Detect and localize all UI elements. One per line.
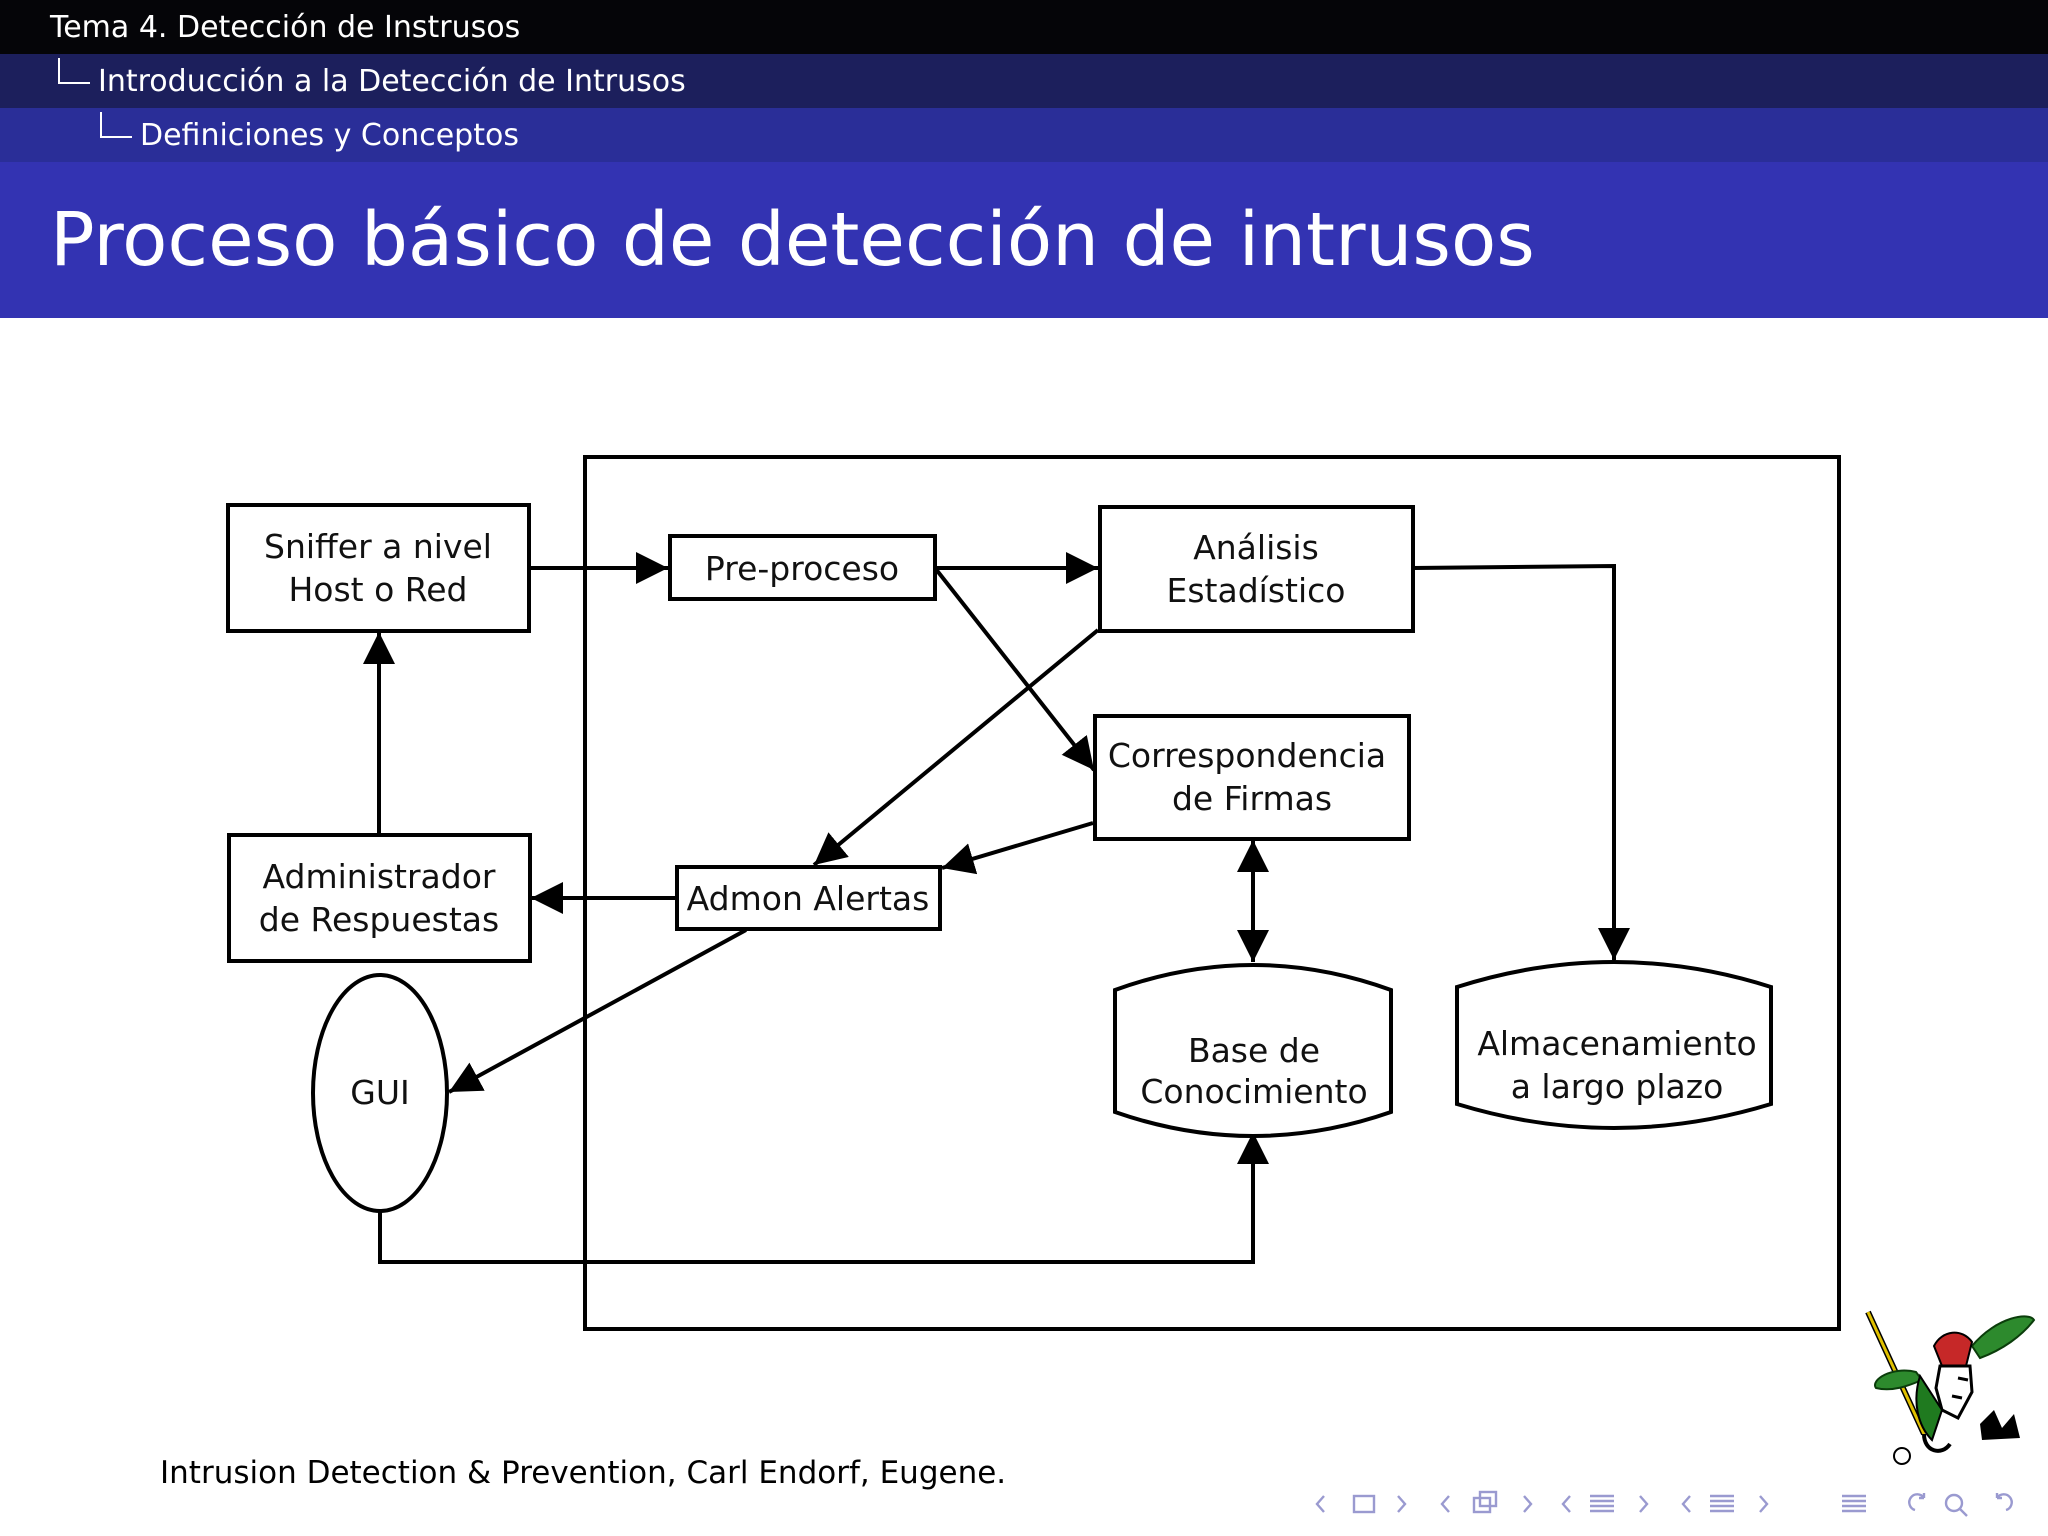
label-base-line2: Conocimiento [1140, 1072, 1367, 1111]
header-subsection-bar[interactable]: Introducción a la Detección de Intrusos [0, 54, 2048, 108]
tree-branch-icon [58, 58, 90, 84]
edge-analisis-alertas [812, 628, 1100, 867]
nav-next-frame-icon[interactable] [1397, 1495, 1407, 1513]
nav-frame-icon[interactable] [1352, 1494, 1376, 1514]
label-correspondencia-line2: de Firmas [1172, 779, 1332, 818]
header-subsubsection-text: Definiciones y Conceptos [140, 117, 519, 153]
label-base-line1: Base de [1188, 1031, 1320, 1070]
nav-section-icon[interactable] [1561, 1494, 1649, 1513]
label-sniffer-line2: Host o Red [288, 570, 467, 609]
node-sniffer [226, 503, 531, 633]
label-administrador-line1: Administrador [263, 857, 496, 896]
node-almacenamiento [1455, 960, 1773, 1130]
edge-gui-base [378, 1132, 1269, 1264]
nav-align-icon[interactable] [1842, 1494, 1866, 1513]
edge-correspondencia-alertas [941, 821, 1094, 875]
tree-branch-icon [100, 112, 132, 138]
label-gui: GUI [350, 1073, 409, 1112]
system-boundary [583, 455, 1841, 1331]
header-section-text: Tema 4. Detección de Instrusos [50, 9, 521, 45]
node-admon-alertas [675, 865, 942, 931]
header-subsubsection-bar[interactable]: Definiciones y Conceptos [0, 108, 2048, 162]
nav-first-icon[interactable] [1315, 1495, 1325, 1513]
nav-search-icon[interactable] [1908, 1493, 2013, 1517]
beamer-navigation [1315, 1490, 2013, 1517]
node-base-conocimiento [1113, 963, 1393, 1138]
label-correspondencia-line1: Correspondencia [1108, 736, 1386, 775]
edge-analisis-almacenamiento [1412, 563, 1630, 960]
node-gui [311, 973, 449, 1213]
edge-preproceso-correspondencia [933, 566, 1096, 772]
slide-title: Proceso básico de detección de intrusos [50, 197, 1535, 283]
header-section-bar[interactable]: Tema 4. Detección de Instrusos [0, 0, 2048, 54]
nav-subsection-icon[interactable] [1440, 1490, 1533, 1514]
label-administrador-line2: de Respuestas [259, 900, 499, 939]
footer-citation: Intrusion Detection & Prevention, Carl E… [160, 1455, 1007, 1491]
label-almacenamiento-line1: Almacenamiento [1477, 1024, 1756, 1063]
edge-alertas-gui [448, 928, 747, 1094]
label-sniffer-line1: Sniffer a nivel [264, 527, 492, 566]
label-admon-alertas: Admon Alertas [687, 879, 930, 918]
node-administrador [227, 833, 532, 963]
label-analisis-line1: Análisis [1193, 528, 1319, 567]
node-analisis [1098, 505, 1415, 633]
label-almacenamiento-line2: a largo plazo [1511, 1067, 1724, 1106]
nav-subsection-list-icon[interactable] [1681, 1494, 1769, 1513]
logo-emblem-icon [1865, 1310, 2036, 1465]
node-correspondencia [1093, 714, 1411, 841]
label-analisis-line2: Estadístico [1167, 571, 1346, 610]
label-preproceso: Pre-proceso [705, 549, 899, 588]
title-bar: Proceso básico de detección de intrusos [0, 162, 2048, 318]
header-subsection-text: Introducción a la Detección de Intrusos [98, 63, 686, 99]
node-preproceso [668, 534, 937, 601]
